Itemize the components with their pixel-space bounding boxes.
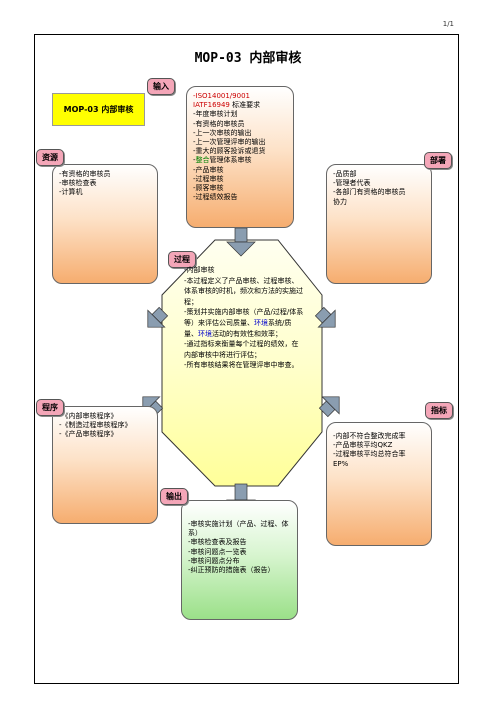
department-item: -管理者代表 (333, 179, 371, 188)
indicators-item: -产品审核平均QKZ (333, 441, 393, 450)
process-item: -本过程定义了产品审核、过程审核、体系审核的时机，频次和方法的实施过程； (184, 276, 303, 306)
input-item: -有资格的审核员 (193, 119, 245, 128)
input-box: -ISO14001/9001 IATF16949 标准要求 -年度审核计划 -有… (186, 86, 294, 228)
input-item: -上一次审核的输出 (193, 128, 252, 137)
output-tag: 输出 (160, 488, 188, 505)
indicators-tag: 指标 (425, 402, 453, 419)
resources-item: -审核检查表 (59, 179, 97, 188)
page-number: 1/1 (442, 20, 454, 28)
process-item: -策划并实施内部审核（产品/过程/体系等）来评估公司质量、环境系统/质量、环境活… (184, 308, 304, 338)
input-item: IATF16949 标准要求 (193, 101, 261, 110)
process-box: -内部审核 -本过程定义了产品审核、过程审核、体系审核的时机，频次和方法的实施过… (184, 265, 304, 371)
input-item: -顾客审核 (193, 184, 224, 193)
input-item: -产品审核 (193, 165, 224, 174)
input-tag: 输入 (147, 78, 175, 95)
process-code-label: MOP-03 内部审核 (52, 93, 145, 126)
process-item: -通过指标来衡量每个过程的绩效，在内部审核中将进行评估； (184, 340, 299, 359)
procedure-item: -《产品审核程序》 (59, 430, 118, 439)
input-item: -上一次管理评审的输出 (193, 138, 266, 147)
resources-arrow (147, 306, 169, 328)
output-item: -审核问题点分布 (188, 556, 240, 565)
procedure-tag: 程序 (36, 399, 64, 416)
department-tag: 部署 (424, 152, 452, 169)
procedure-item: -《制造过程审核程序》 (59, 421, 132, 430)
input-item: -过程绩效报告 (193, 193, 238, 202)
input-item: -年度审核计划 (193, 110, 238, 119)
indicators-arrow (318, 396, 340, 418)
department-arrow (314, 306, 336, 328)
indicators-item: -内部不符合整改完成率 (333, 432, 406, 440)
output-item: -审核检查表及报告 (188, 538, 247, 547)
indicators-item: EP% (333, 459, 349, 468)
input-item: -ISO14001/9001 (193, 92, 250, 100)
process-tag: 过程 (168, 251, 196, 268)
output-item: -审核实施计划（产品、过程、体系） (188, 520, 289, 538)
department-item: -各部门有资格的审核员 (333, 188, 406, 197)
procedure-item: -《内部审核程序》 (59, 412, 118, 420)
resources-item: -计算机 (59, 188, 83, 197)
resources-item: -有资格的审核员 (59, 170, 111, 178)
process-octagon (161, 239, 323, 487)
department-item: 协力 (333, 197, 347, 206)
department-item: -品质部 (333, 170, 357, 178)
page-frame (34, 34, 459, 684)
input-item: -过程审核 (193, 174, 224, 183)
input-arrow (226, 227, 256, 257)
indicators-box: -内部不符合整改完成率 -产品审核平均QKZ -过程审核平均总符合率 EP% (326, 422, 432, 546)
page-title: MOP-03 内部审核 (194, 51, 302, 66)
resources-tag: 资源 (36, 149, 64, 166)
process-item: -内部审核 (184, 266, 215, 274)
output-box: -审核实施计划（产品、过程、体系） -审核检查表及报告 -审核问题点一览表 -审… (181, 500, 298, 620)
input-item: -重大的顾客投诉或退货 (193, 147, 266, 156)
output-item: -纠正预防的措施表（报告） (188, 566, 275, 575)
indicators-item: -过程审核平均总符合率 (333, 450, 406, 459)
output-item: -审核问题点一览表 (188, 547, 247, 556)
process-item: -所有审核结果将在管理评审中审查。 (184, 361, 299, 370)
input-item: -整合管理体系审核 (193, 156, 252, 165)
procedure-box: -《内部审核程序》 -《制造过程审核程序》 -《产品审核程序》 (52, 406, 158, 524)
department-box: -品质部 -管理者代表 -各部门有资格的审核员 协力 (326, 164, 432, 284)
resources-box: -有资格的审核员 -审核检查表 -计算机 (52, 164, 158, 284)
